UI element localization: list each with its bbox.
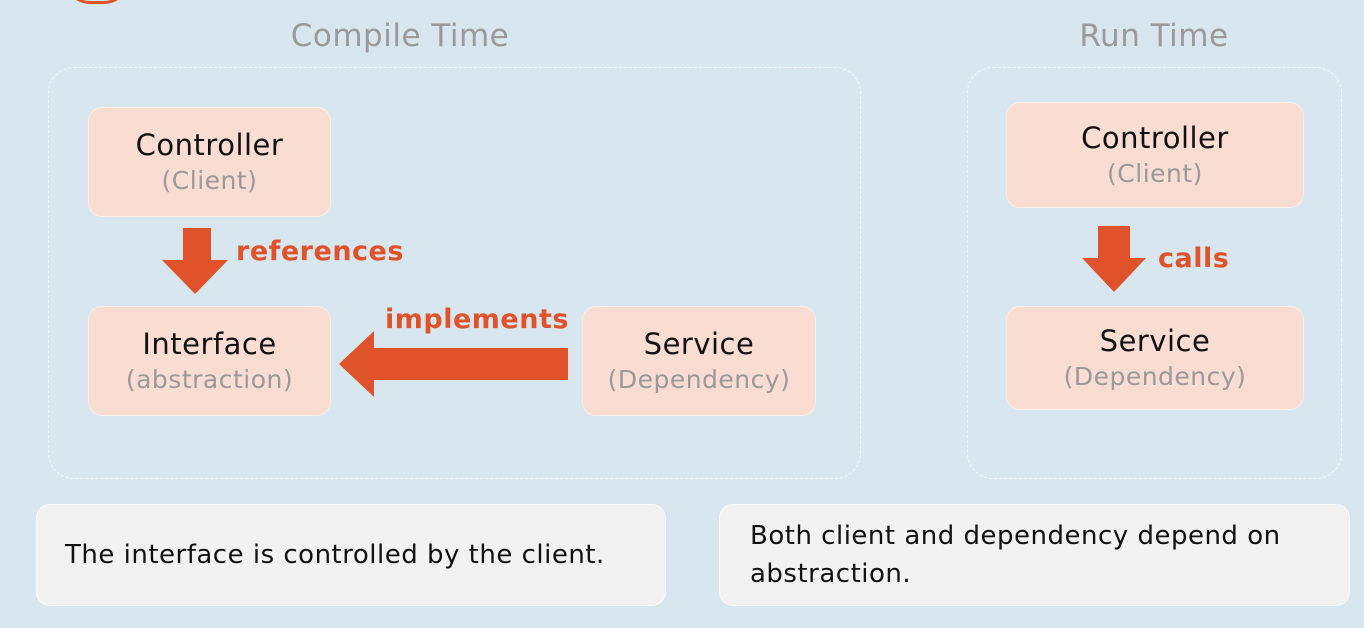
run-time-frame [967, 67, 1342, 479]
node-subtitle: (Dependency) [1063, 362, 1247, 391]
references-label: references [236, 236, 404, 267]
node-title: Service [1099, 324, 1211, 358]
run-time-note: Both client and dependency depend on abs… [719, 504, 1350, 606]
compile-time-title: Compile Time [290, 18, 510, 54]
compile-service-node: Service (Dependency) [582, 306, 816, 416]
node-subtitle: (Client) [1107, 159, 1203, 188]
node-subtitle: (Dependency) [607, 365, 791, 394]
node-subtitle: (abstraction) [125, 365, 294, 394]
references-arrow [162, 228, 228, 294]
compile-controller-node: Controller (Client) [88, 107, 331, 217]
node-title: Controller [135, 128, 284, 162]
node-title: Interface [142, 327, 277, 361]
implements-label: implements [385, 304, 569, 335]
calls-label: calls [1158, 243, 1230, 274]
compile-interface-node: Interface (abstraction) [88, 306, 331, 416]
compile-time-note: The interface is controlled by the clien… [36, 504, 666, 606]
decorative-circle [64, 0, 130, 4]
implements-arrow [339, 331, 568, 397]
compile-time-frame [48, 67, 861, 479]
run-service-node: Service (Dependency) [1006, 306, 1304, 410]
calls-arrow [1082, 226, 1146, 292]
run-time-title: Run Time [1079, 18, 1229, 54]
run-controller-node: Controller (Client) [1006, 102, 1304, 208]
node-subtitle: (Client) [161, 166, 258, 195]
node-title: Controller [1081, 121, 1229, 155]
node-title: Service [643, 327, 755, 361]
